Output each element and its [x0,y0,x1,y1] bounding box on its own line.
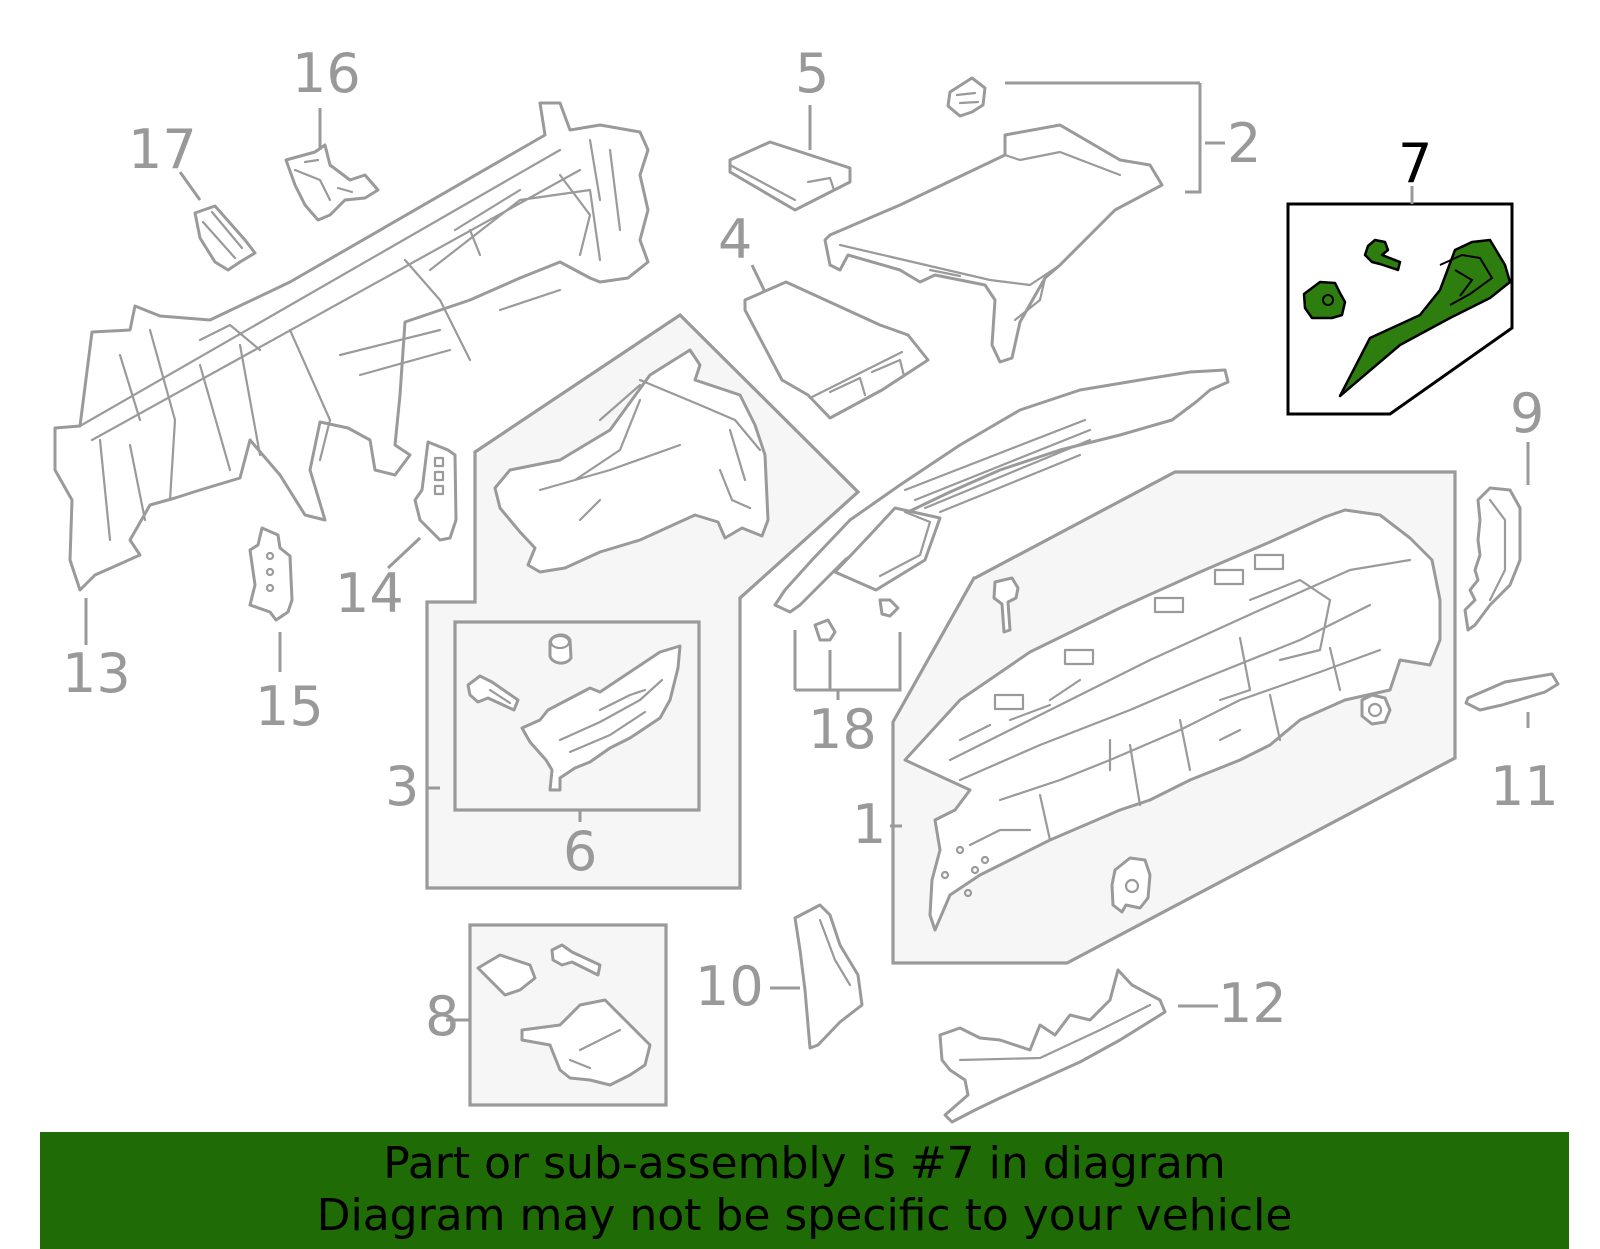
part-14-bracket [413,440,458,542]
part-13-crossbeam [53,101,650,592]
part-7-highlighted [1302,238,1512,398]
part-5-cover [728,140,852,212]
part-8-items [476,943,652,1087]
callout-4: 4 [718,208,752,271]
banner-line-1: Part or sub-assembly is #7 in diagram [383,1138,1226,1189]
part-6-items [466,633,682,792]
callout-16: 16 [292,42,361,105]
part-11-cover [1464,672,1560,712]
callout-14: 14 [335,562,404,625]
part-9-side-trim [1463,486,1522,632]
callout-17: 17 [128,118,197,181]
callout-10: 10 [695,955,764,1018]
part-2-upper-trim [823,123,1164,364]
part-4-duct [743,280,930,420]
part-3-bracket [493,348,770,574]
callout-5: 5 [795,42,829,105]
callout-12: 12 [1218,972,1287,1035]
leader-lines [84,81,1530,1022]
info-banner: Part or sub-assembly is #7 in diagram Di… [40,1132,1569,1249]
callout-7: 7 [1398,132,1432,195]
callout-8: 8 [425,985,459,1048]
callout-15: 15 [255,675,324,738]
callout-9: 9 [1510,382,1544,445]
callout-3: 3 [385,755,419,818]
part-15-bracket [248,526,294,622]
part-1-lower-bracket [1110,856,1152,914]
callout-1: 1 [852,793,886,856]
banner-line-2: Diagram may not be specific to your vehi… [316,1190,1293,1241]
callout-6: 6 [563,820,597,883]
callout-2: 2 [1227,112,1261,175]
part-18-vent-strip [773,368,1230,614]
part-18-clips [813,598,900,642]
callout-13: 13 [62,642,131,705]
callout-11: 11 [1490,755,1559,818]
part-1-instrument-panel [903,508,1442,932]
callout-18: 18 [808,698,877,761]
part-10-end-cap [793,903,864,1050]
part-17-bracket [193,204,257,272]
part-1-bolt [992,576,1020,634]
part-1-nut [1360,693,1392,726]
part-16-bracket [284,143,380,222]
part-2-clip [946,76,987,118]
part-12-lower-trim [938,968,1167,1124]
